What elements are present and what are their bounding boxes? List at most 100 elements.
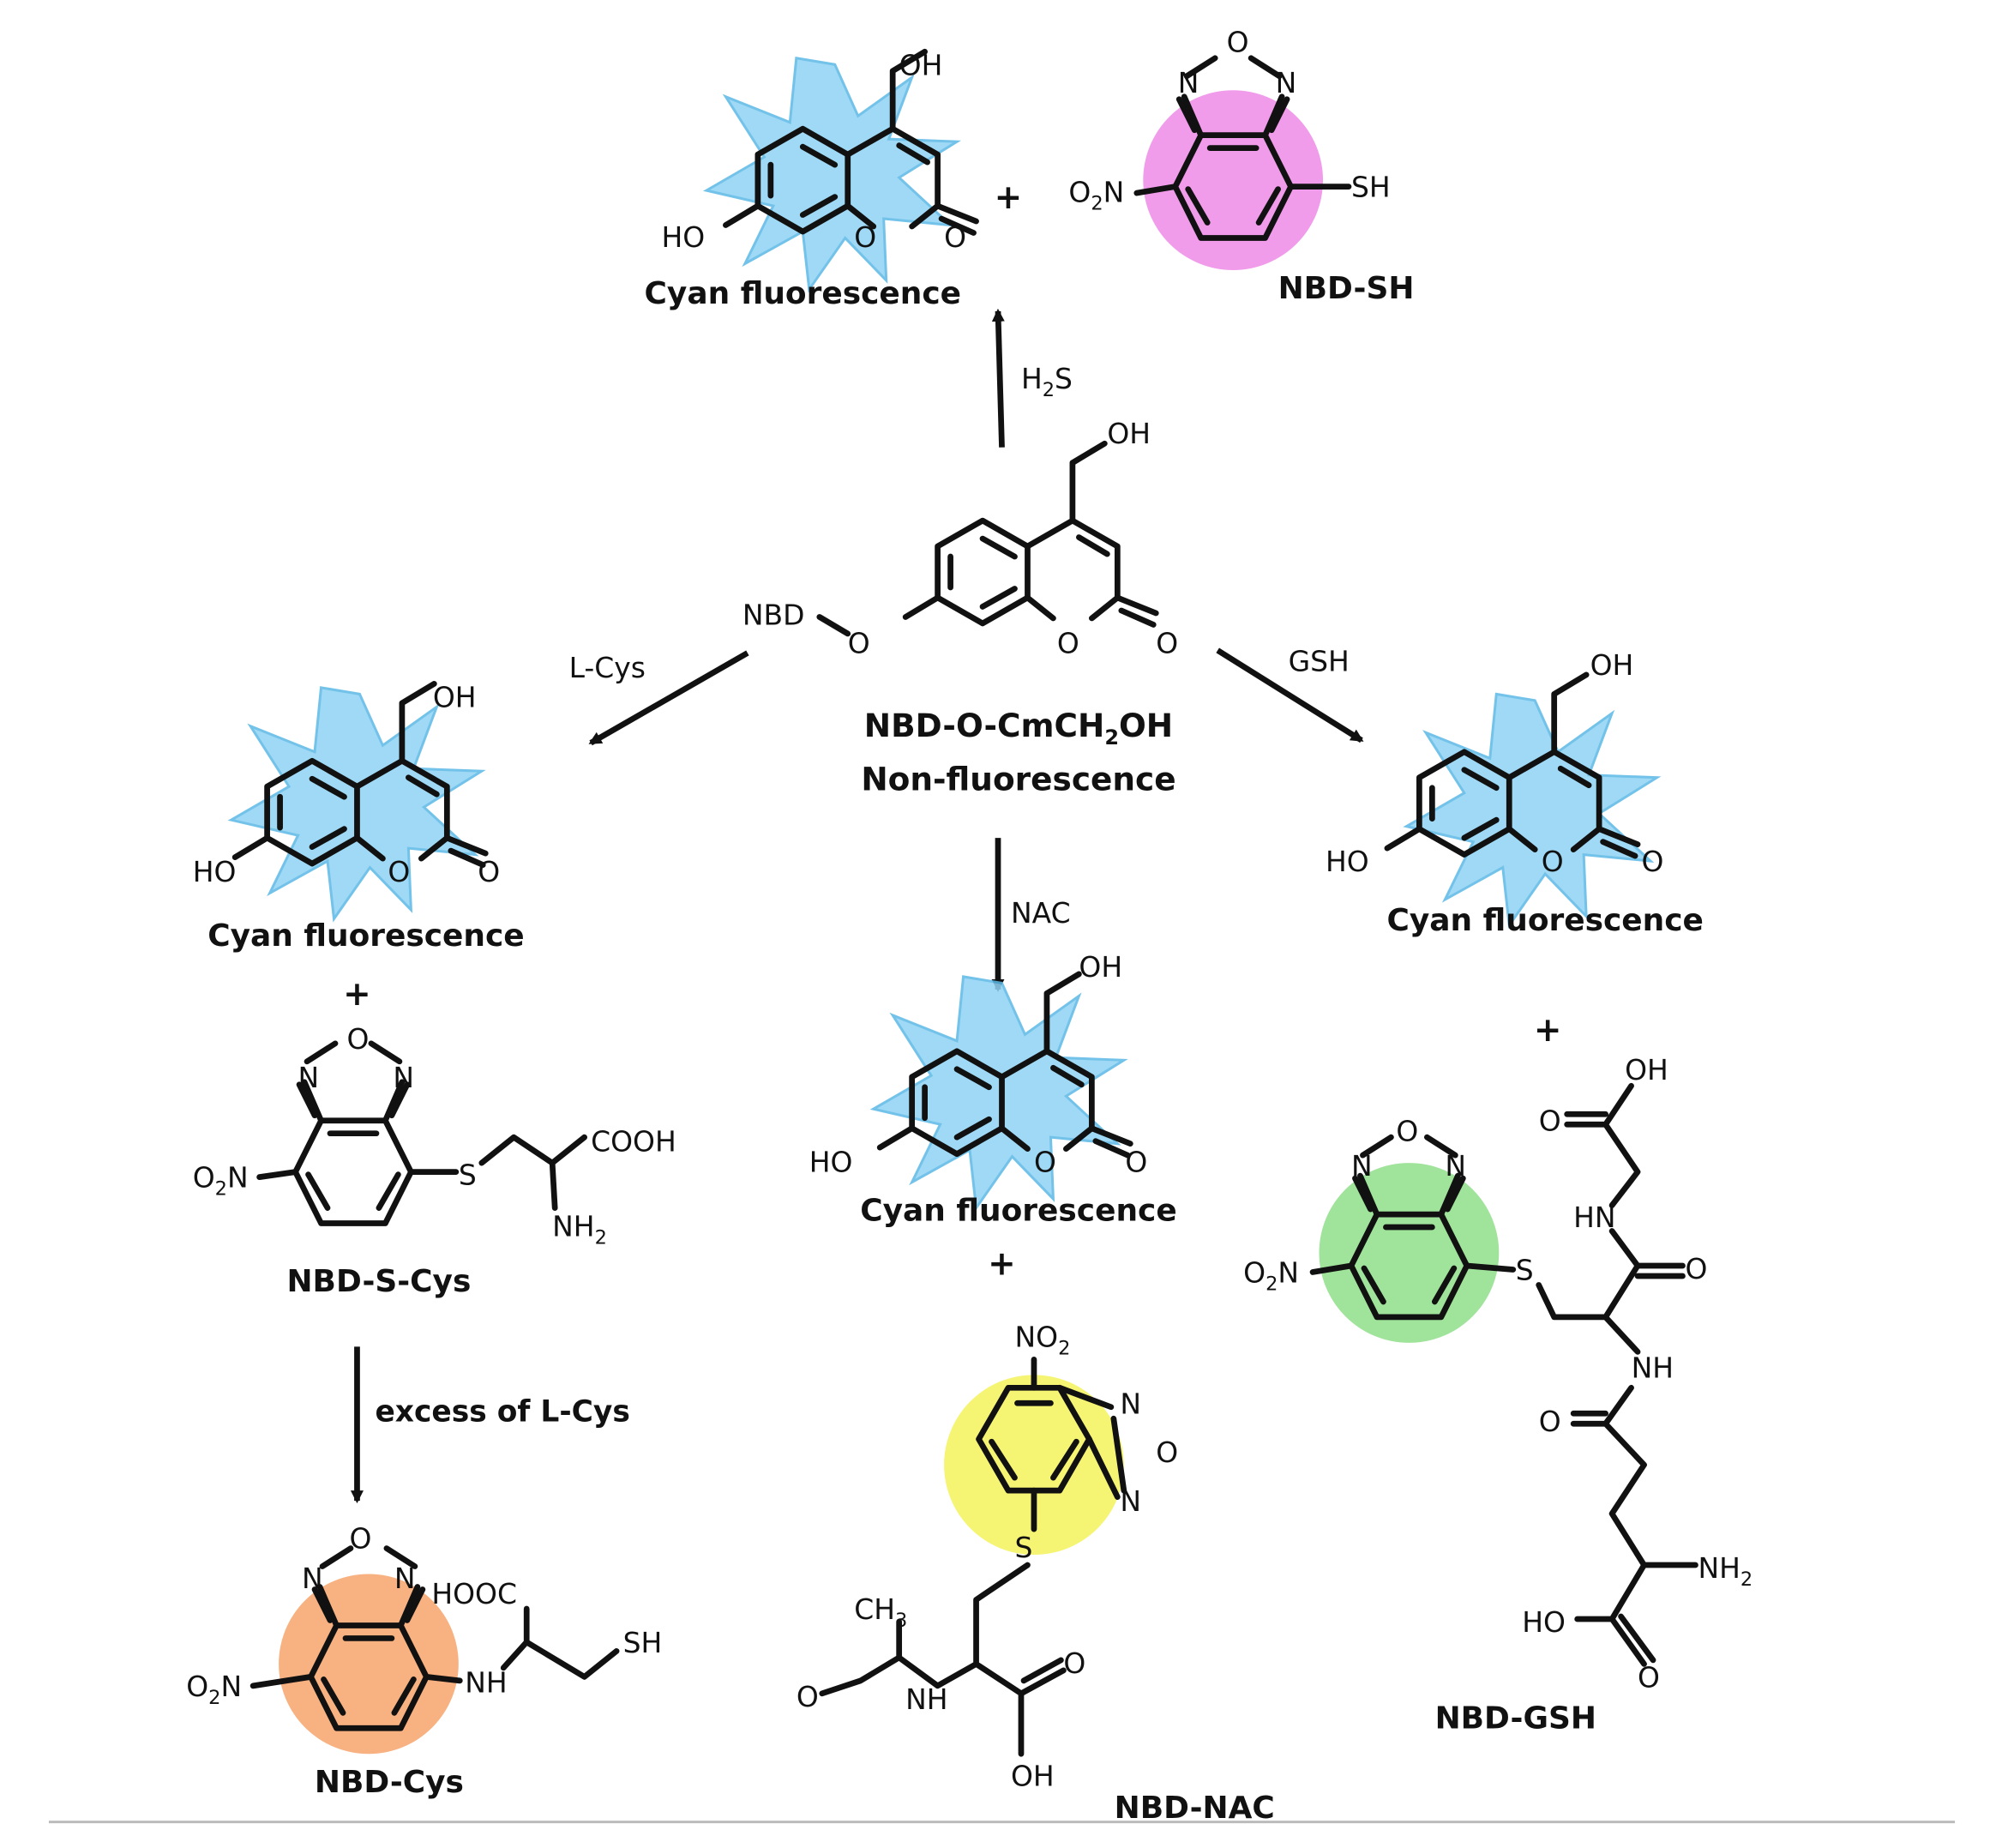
ho-label: HO [662, 220, 706, 254]
ho-label: HO [1522, 1605, 1566, 1639]
ring-n-label: N [393, 1061, 414, 1094]
ring-n-label: N [1120, 1484, 1141, 1518]
cooh-label: COOH [591, 1125, 676, 1159]
acid-o-label-2: O [1638, 1660, 1660, 1694]
ch3-label: CH3 [854, 1592, 907, 1632]
cyan-fluorescence-label-top: Cyan fluorescence [645, 276, 961, 311]
acid-o-label: O [1539, 1105, 1561, 1138]
reagent-nac: NAC [1011, 896, 1071, 930]
nbd-s-cys-label: NBD-S-Cys [286, 1264, 471, 1299]
plus-top: + [995, 178, 1023, 217]
cyan-glow-h2s [705, 57, 959, 291]
nitro-label: O2N [1068, 176, 1124, 215]
product-coumarin-lcys: OH HO O O Cyan fluorescence [193, 680, 525, 954]
oh-label: OH [1107, 417, 1151, 450]
cyan-fluorescence-label-nac: Cyan fluorescence [860, 1194, 1176, 1229]
product-coumarin-h2s: OH HO O O Cyan fluorescence [645, 48, 977, 311]
s-label: S [459, 1159, 477, 1192]
ring-o-label: O [1227, 25, 1249, 58]
ring-o-label: O [388, 855, 410, 888]
ring-o-label: O [1156, 1436, 1178, 1469]
oh-label: OH [433, 680, 477, 713]
ring-o-label: O [854, 220, 876, 254]
ether-o-label: O [848, 626, 870, 659]
probe-state: Non-fluorescence [861, 761, 1175, 798]
plus-lcys: + [343, 975, 371, 1014]
ring-n-label: N [1178, 66, 1199, 99]
ring-o-label: O [349, 1522, 371, 1556]
plus-nac: + [988, 1244, 1016, 1283]
ring-o-label: O [1542, 845, 1564, 878]
carbonyl-o-label: O [1642, 845, 1664, 878]
nbd-nac-structure: NO2 N O N S CH3 O NH O OH NBD-NAC [797, 1320, 1275, 1826]
nbd-sh-structure: O N N O2N SH NBD-SH [1068, 25, 1414, 306]
reagent-gsh: GSH [1289, 644, 1350, 677]
coumarin-structure-probe [905, 443, 1156, 624]
product-coumarin-nac: OH HO O O Cyan fluorescence [809, 950, 1177, 1229]
reagent-h2s: H2S [1021, 362, 1073, 401]
ring-n-label: N [394, 1562, 416, 1595]
nitro-label: O2N [1243, 1255, 1299, 1295]
nitro-label: O2N [193, 1161, 249, 1201]
reagent-lcys: L-Cys [569, 651, 646, 684]
carbonyl-o-label: O [1156, 626, 1178, 659]
ring-n-label: N [1351, 1149, 1373, 1183]
sh-label: SH [1351, 171, 1391, 204]
s-label: S [1014, 1531, 1032, 1564]
ring-n-label: N [1445, 1149, 1466, 1183]
ho-label: HO [809, 1146, 853, 1179]
sh-label: SH [623, 1626, 663, 1659]
nh2-label: NH2 [552, 1210, 607, 1249]
ring-n-label: N [302, 1562, 323, 1595]
nbd-nac-label: NBD-NAC [1115, 1791, 1275, 1826]
nbd-sh-label: NBD-SH [1278, 271, 1415, 306]
arrow-gsh [1216, 647, 1364, 743]
nbd-s-cys-structure: O N N O2N S COOH NH2 NBD-S-Cys [193, 1022, 676, 1299]
arrow-lcys [588, 650, 749, 746]
ring-n-label: N [1120, 1387, 1141, 1420]
oh-label: OH [1011, 1760, 1055, 1793]
s-label: S [1516, 1253, 1534, 1286]
nh-label: NH [1632, 1351, 1674, 1384]
product-coumarin-gsh: OH HO O O Cyan fluorescence [1326, 648, 1704, 938]
ring-o-label: O [346, 1022, 369, 1056]
arrow-h2s [991, 308, 1005, 448]
oh-label: OH [1079, 950, 1122, 984]
hooc-label: HOOC [431, 1577, 517, 1610]
probe-structure: OH NBD O O O NBD-O-CmCH2OH Non-fluoresce… [742, 417, 1178, 798]
cyan-fluorescence-label-lcys: Cyan fluorescence [207, 918, 524, 954]
nh-label: NH [905, 1682, 947, 1716]
cyan-fluorescence-label-gsh: Cyan fluorescence [1386, 903, 1703, 938]
nh-label: NH [465, 1665, 507, 1699]
carbonyl-o-label: O [944, 220, 966, 254]
amide-o-label: O [797, 1680, 819, 1713]
nbd-sh-highlight [1143, 90, 1324, 270]
ho-label: HO [1326, 845, 1369, 878]
nbd-cys-structure: O N N O2N NH HOOC SH NBD-Cys [186, 1522, 662, 1801]
nbd-gsh-structure: O N N O2N S HN O OH O NH O NH2 HO O NBD-… [1243, 1053, 1752, 1737]
nh2-label: NH2 [1698, 1551, 1752, 1591]
reagent-excess: excess of L-Cys [375, 1394, 629, 1429]
oh-label: OH [1590, 648, 1634, 682]
carbonyl-o-label: O [1125, 1146, 1147, 1179]
oh-label: OH [899, 48, 943, 81]
ring-o-label: O [1034, 1146, 1056, 1179]
ring-o-label: O [1396, 1115, 1418, 1148]
probe-name: NBD-O-CmCH2OH [864, 707, 1173, 749]
amide-o-label: O [1685, 1252, 1707, 1285]
acid-o-label: O [1063, 1646, 1085, 1680]
hn-label: HN [1573, 1201, 1615, 1234]
ho-label: HO [193, 855, 237, 888]
ring-n-label: N [298, 1061, 320, 1094]
oh-label: OH [1625, 1053, 1668, 1087]
plus-gsh: + [1534, 1011, 1562, 1050]
nbd-cys-label: NBD-Cys [315, 1765, 464, 1800]
ring-n-label: N [1276, 66, 1297, 99]
nbd-prefix: NBD [742, 598, 805, 631]
nbd-gsh-label: NBD-GSH [1435, 1701, 1596, 1736]
carbonyl-o-label: O [478, 855, 500, 888]
cyan-glow-gsh [1404, 692, 1659, 927]
nitro-label: O2N [186, 1670, 242, 1709]
nitro-label-top: NO2 [1014, 1320, 1070, 1359]
